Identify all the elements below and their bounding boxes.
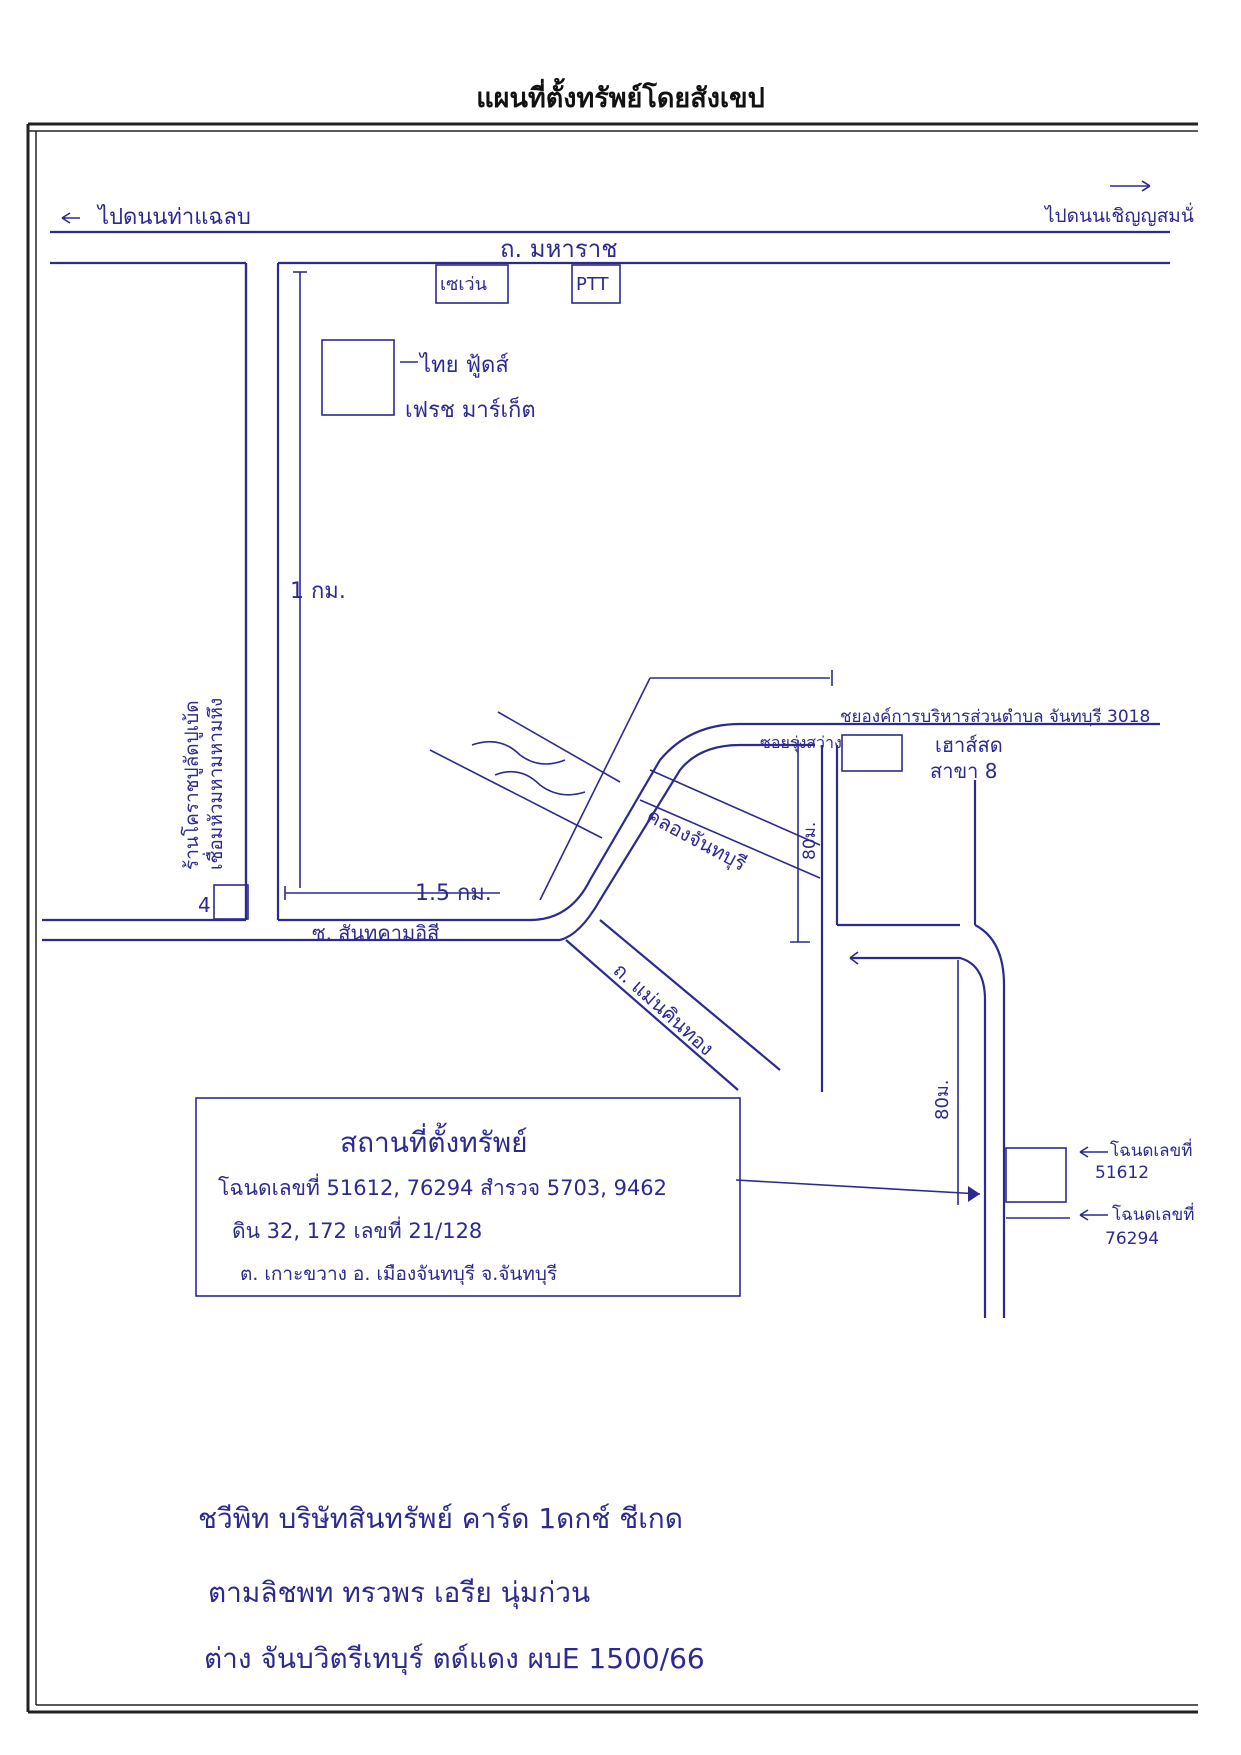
- info-line1: โฉนดเลขที่ 51612, 76294 สำรวจ 5703, 9462: [218, 1173, 667, 1200]
- info-heading: สถานที่ตั้งทรัพย์: [340, 1122, 528, 1159]
- direction-left: ไปดนนท่าแฉลบ: [61, 204, 251, 230]
- distance-vertical: 1 กม.: [290, 271, 346, 888]
- right-road: [820, 745, 1006, 1318]
- diagonal-road: ถ. แม่นคินทอง: [565, 919, 781, 1091]
- info-line2: ดิน 32, 172 เลขที่ 21/128: [232, 1216, 482, 1243]
- foods-market-line2: เฟรช มาร์เก็ต: [405, 395, 536, 423]
- bottom-road-label: ซ. สันทคามอิสี: [312, 921, 439, 945]
- lao-shop-line1: เฮาส์สด: [935, 733, 1003, 757]
- foods-market: ไทย ฟู้ดส์ เฟรช มาร์เก็ต: [321, 339, 536, 423]
- plot1-line2: 51612: [1095, 1163, 1149, 1183]
- lao-shop-line2: สาขา 8: [930, 759, 997, 783]
- direction-right-label: ไปดนนเชิญญสมนั่: [1043, 202, 1194, 227]
- direction-right: ไปดนนเชิญญสมนั่: [1043, 180, 1194, 227]
- upper-branch-road: [539, 670, 833, 901]
- right-road-distance: 80ม.: [932, 960, 959, 1205]
- handwritten-notes: ชวีพิท บริษัทสินทรัพย์ คาร์ด 1ดกช์ ชีเกด…: [198, 1502, 705, 1676]
- info-pointer-arrow: [735, 1179, 981, 1202]
- note-line3: ต่าง จันบวิตรีเทบุร์ ตด์แดง ผบE 1500/66: [204, 1642, 705, 1676]
- distance-vertical-label: 1 กม.: [290, 579, 346, 604]
- note-line2: ตามลิชพท ทรวพร เอรีย นุ่มก่วน: [208, 1576, 590, 1610]
- lao-shop: เฮาส์สด สาขา 8: [841, 733, 1003, 783]
- canal-label: คลองจันทบุรี: [642, 803, 751, 877]
- direction-left-label: ไปดนนท่าแฉลบ: [96, 204, 251, 230]
- vertical-road-left: [244, 263, 280, 920]
- shop-seven-eleven-label: เซเว่น: [440, 274, 487, 295]
- distance-horizontal: 1.5 กม.: [284, 881, 500, 906]
- plot2-line1: โฉนดเลขที่: [1112, 1202, 1194, 1225]
- admin-office: ชยองค์การบริหารส่วนตำบล จันทบุรี 3018: [840, 707, 1150, 727]
- right-road-distance-label: 80ม.: [932, 1080, 953, 1121]
- target-plot: โฉนดเลขที่ 51612 โฉนดเลขที่ 76294: [1005, 1138, 1194, 1249]
- info-line3: ต. เกาะขวาง อ. เมืองจันทบุรี จ.จันทบุรี: [240, 1263, 557, 1286]
- shop-seven-eleven: เซเว่น: [435, 264, 509, 304]
- foods-market-line1: ไทย ฟู้ดส์: [418, 352, 509, 378]
- left-side-road: 4 ร้านโคราชปูลัดปูเบ้ด เชื่อมหัวมหามหามห…: [180, 263, 249, 920]
- map-frame: [26, 122, 1198, 1714]
- left-vertical-label-1: ร้านโคราชปูลัดปูเบ้ด: [180, 700, 203, 870]
- bottom-road: ซ. สันทคามอิสี: [42, 722, 1160, 945]
- left-vertical-label-2: เชื่อมหัวมหามหามหึง: [202, 698, 227, 870]
- page-title: แผนที่ตั้งทรัพย์โดยสังเขป: [476, 83, 765, 114]
- left-marker: 4: [198, 893, 211, 917]
- admin-office-label: ชยองค์การบริหารส่วนตำบล จันทบุรี 3018: [840, 707, 1150, 727]
- top-road-label: ถ. มหาราช: [500, 235, 618, 263]
- top-road: ถ. มหาราช: [50, 230, 1170, 265]
- shop-ptt-label: PTT: [576, 274, 610, 295]
- distance-horizontal-label: 1.5 กม.: [415, 881, 492, 906]
- shop-ptt: PTT: [571, 264, 621, 304]
- alley-label: ซอยรุ่งสว่าง: [760, 733, 842, 753]
- info-box: สถานที่ตั้งทรัพย์ โฉนดเลขที่ 51612, 7629…: [195, 1097, 741, 1297]
- plot1-line1: โฉนดเลขที่: [1110, 1138, 1192, 1161]
- note-line1: ชวีพิท บริษัทสินทรัพย์ คาร์ด 1ดกช์ ชีเกด: [198, 1502, 683, 1535]
- plot2-line2: 76294: [1105, 1229, 1159, 1249]
- alley: ซอยรุ่งสว่าง 80ม.: [760, 733, 842, 943]
- canal-side-distance: 80ม.: [800, 822, 820, 860]
